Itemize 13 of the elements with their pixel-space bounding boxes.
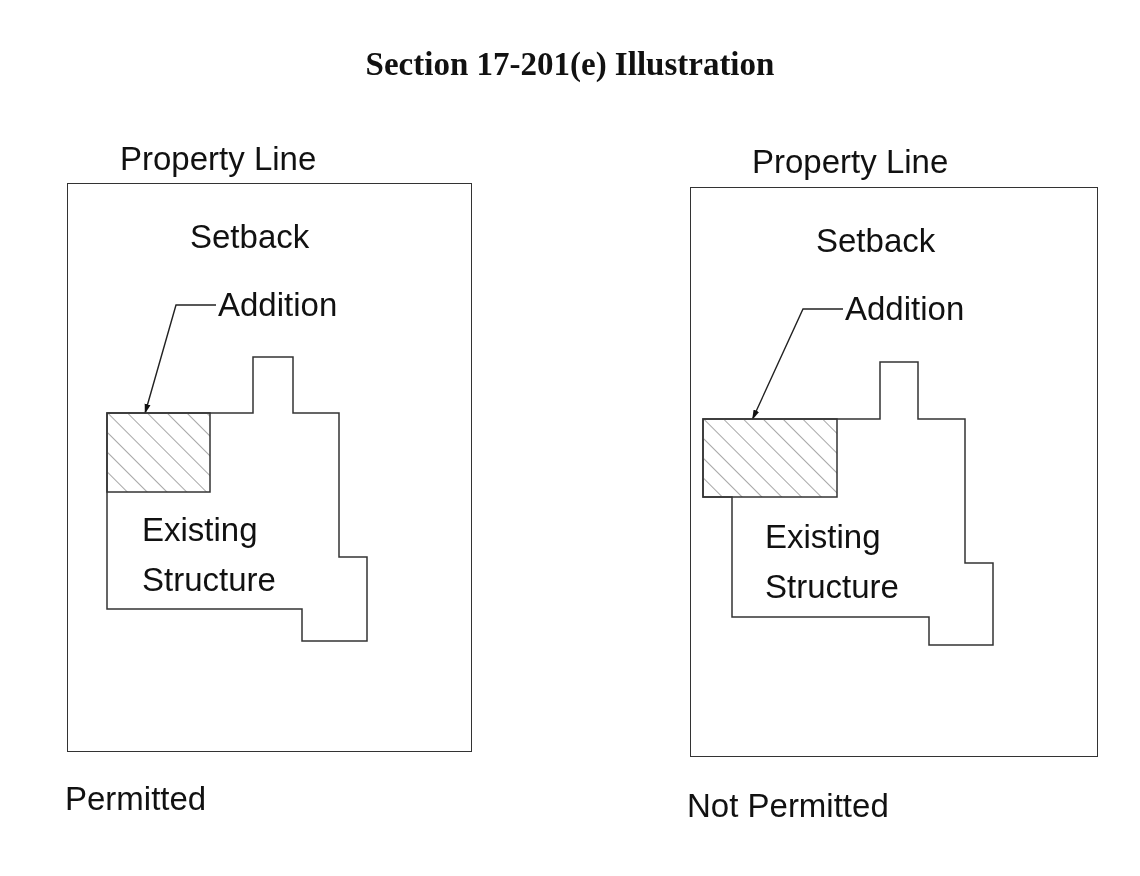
verdict-label: Permitted [65,780,207,818]
title: Section 17-201(e) Illustration [364,46,776,83]
verdict-label: Not Permitted [687,787,889,825]
property-line-label: Property Line [752,143,949,181]
callout-label: Addition [218,286,338,324]
structure-label: Existing Structure [142,510,277,600]
structure-label: Existing Structure [765,517,900,607]
leader-line [144,304,217,414]
setback-label: Setback [190,218,310,256]
leader-line [751,308,844,420]
property-line-label: Property Line [120,140,317,178]
callout-label: Addition [845,290,965,328]
setback-label: Setback [816,222,936,260]
